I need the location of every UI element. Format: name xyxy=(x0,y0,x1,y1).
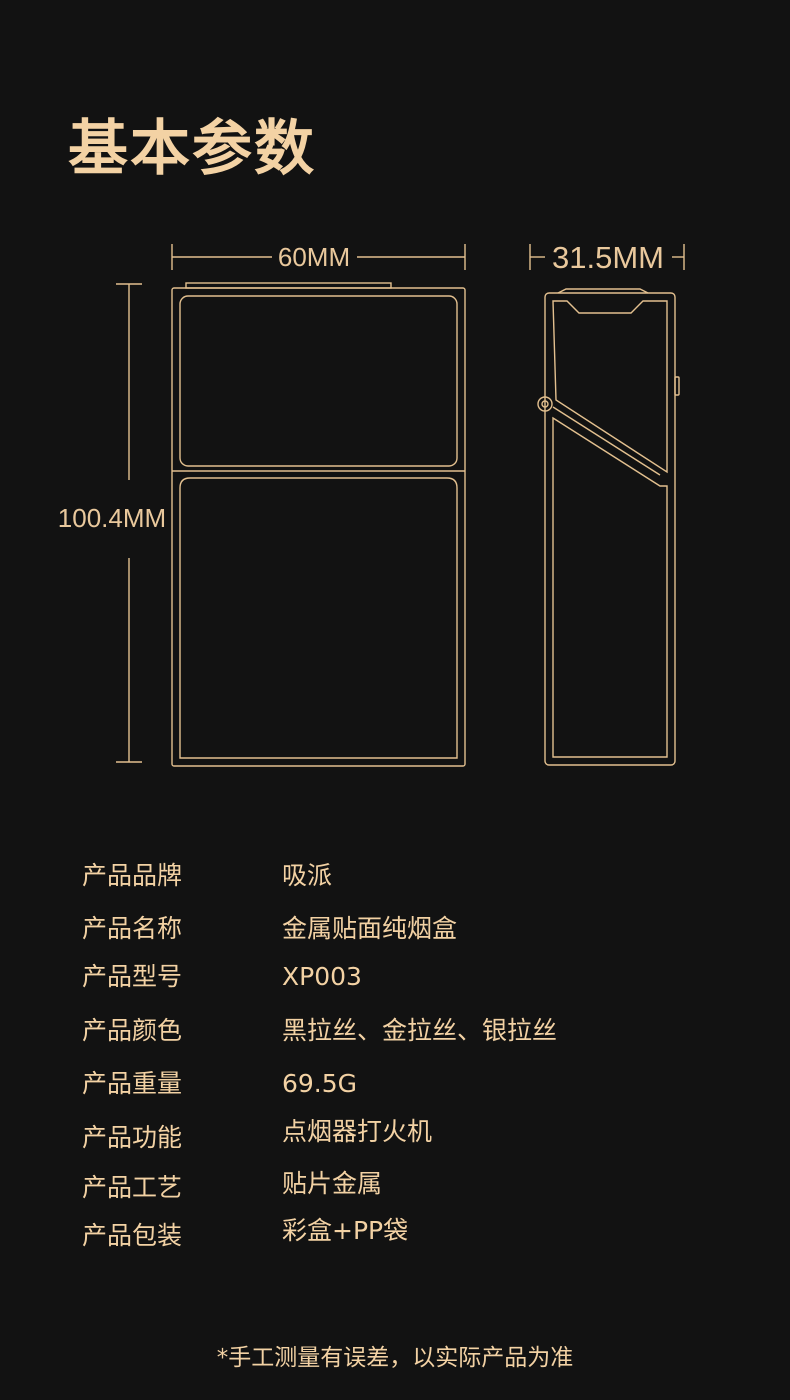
measurement-disclaimer: *手工测量有误差，以实际产品为准 xyxy=(216,1345,574,1371)
spec-label: 产品颜色 xyxy=(82,1016,183,1045)
depth-dimension-line xyxy=(529,244,685,270)
spec-value: 黑拉丝、金拉丝、银拉丝 xyxy=(282,1016,558,1045)
height-label: 100.4MM xyxy=(58,503,166,533)
width-label: 60MM xyxy=(278,242,350,272)
spec-label: 产品型号 xyxy=(82,962,183,991)
spec-value: 贴片金属 xyxy=(282,1169,383,1198)
spec-label: 产品工艺 xyxy=(82,1173,183,1202)
spec-row-color: 产品颜色 黑拉丝、金拉丝、银拉丝 xyxy=(82,1011,722,1051)
spec-label: 产品功能 xyxy=(82,1123,183,1152)
page-title: 基本参数 xyxy=(68,114,316,184)
width-dimension-line xyxy=(171,244,466,270)
depth-dimension-text: 31.5MM xyxy=(552,240,664,275)
depth-label: 31.5MM xyxy=(552,240,664,275)
spec-value: 彩盒+PP袋 xyxy=(282,1216,409,1245)
spec-row-function: 产品功能 点烟器打火机 xyxy=(82,1117,722,1158)
spec-label: 产品品牌 xyxy=(82,861,183,890)
spec-row-weight: 产品重量 69.5G xyxy=(82,1064,722,1104)
spec-label: 产品重量 xyxy=(82,1069,183,1098)
spec-value: 吸派 xyxy=(282,861,333,890)
spec-label: 产品名称 xyxy=(82,914,183,943)
spec-value: XP003 xyxy=(282,962,362,991)
height-dimension-line xyxy=(116,283,142,763)
spec-row-brand: 产品品牌 吸派 xyxy=(82,856,722,896)
height-dimension-text: 100.4MM xyxy=(58,503,166,533)
spec-row-model: 产品型号 XP003 xyxy=(82,957,722,997)
spec-label: 产品包装 xyxy=(82,1221,183,1250)
case-front-view xyxy=(171,282,466,767)
spec-value: 金属贴面纯烟盒 xyxy=(282,914,458,943)
spec-value: 点烟器打火机 xyxy=(282,1117,433,1146)
spec-row-craft: 产品工艺 贴片金属 xyxy=(82,1168,722,1208)
spec-value: 69.5G xyxy=(282,1069,358,1098)
width-dimension-text: 60MM xyxy=(278,242,350,272)
spec-row-name: 产品名称 金属贴面纯烟盒 xyxy=(82,909,722,949)
spec-row-packaging: 产品包装 彩盒+PP袋 xyxy=(82,1216,722,1256)
case-side-view xyxy=(537,288,680,766)
dimension-diagram: 60MM 31.5MM 100.4MM xyxy=(58,240,685,767)
